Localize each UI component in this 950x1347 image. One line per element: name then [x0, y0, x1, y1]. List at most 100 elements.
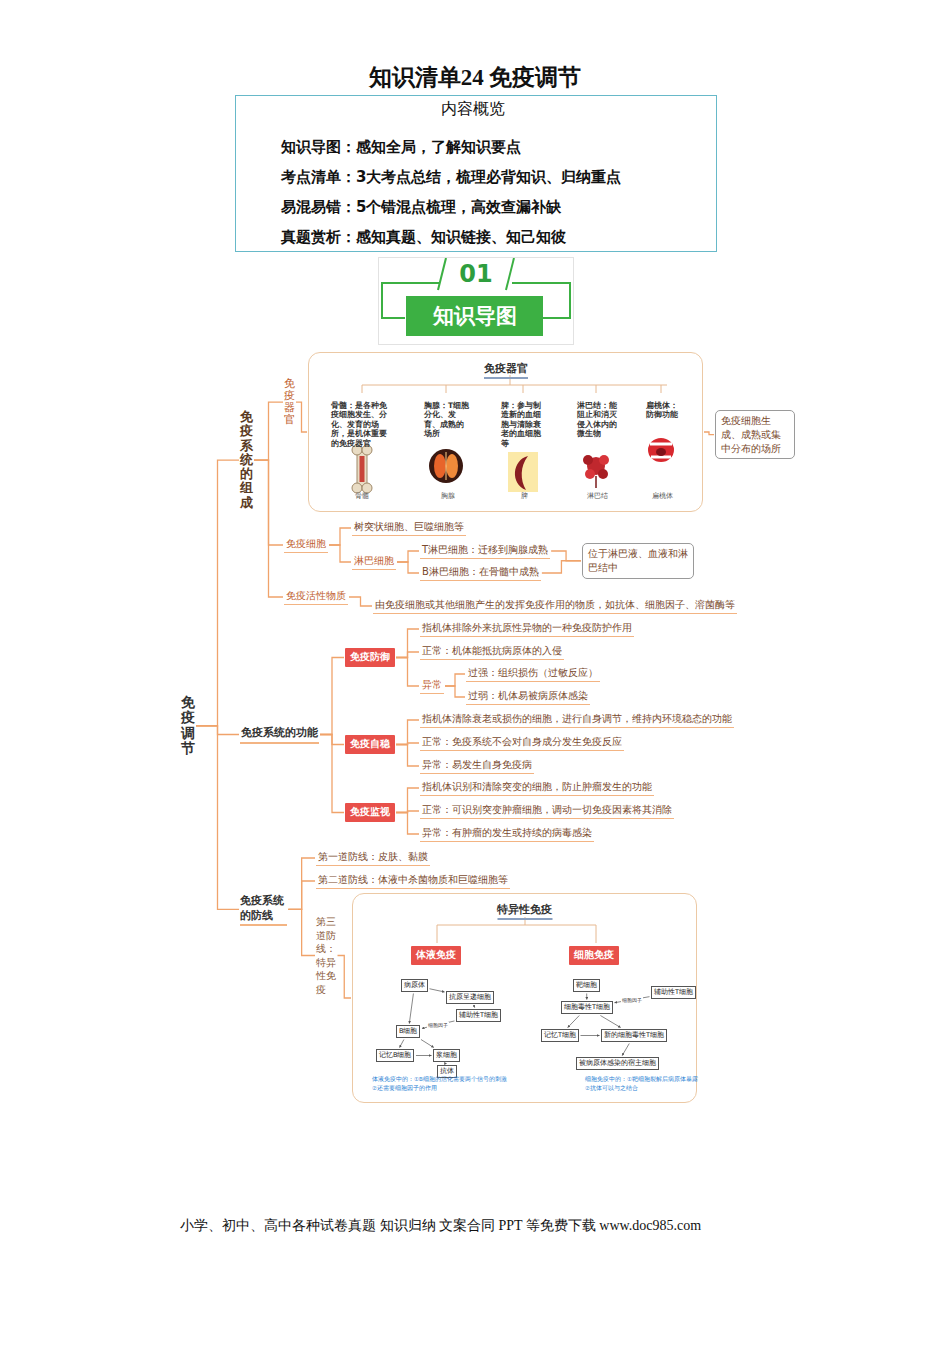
node-text: 细胞免疫	[574, 949, 614, 962]
node-text: 病原体	[404, 981, 425, 990]
node-text: 记忆B细胞	[379, 1051, 411, 1060]
organ-item: 淋巴结：能阻止和消灭侵入体内的微生物淋巴结	[577, 401, 617, 501]
leaf-topic: 指机体排除外来抗原性异物的一种免疫防护作用	[420, 621, 634, 637]
flow-box: 病原体	[401, 979, 428, 992]
decoration	[437, 917, 596, 943]
node-text: 被病原体感染的宿主细胞	[579, 1059, 656, 1068]
branch-line	[254, 460, 283, 597]
branch-line	[396, 745, 419, 767]
decoration	[650, 443, 672, 446]
flow-box: B细胞	[396, 1025, 420, 1038]
node-text: 记忆T细胞	[544, 1031, 576, 1040]
flow-arrow	[422, 1021, 455, 1028]
node-text: 脾：参与制造新的血细胞与清除衰老的血细胞等	[501, 401, 548, 448]
node-text: 指机体排除外来抗原性异物的一种免疫防护作用	[422, 621, 632, 635]
node-text: 树突状细胞、巨噬细胞等	[354, 520, 464, 534]
note-box: 免疫细胞生成、成熟或集中分布的场所	[715, 410, 795, 459]
immunity-tag: 细胞免疫	[569, 946, 619, 965]
node-text: 免疫活性物质	[286, 589, 346, 603]
branch-line	[397, 562, 419, 573]
node-text: 免疫系统的组成	[240, 410, 253, 510]
branch-line	[396, 813, 419, 835]
node-text: 正常：免疫系统不会对自身成分发生免疫反应	[422, 735, 622, 749]
node-text: 免疫细胞生成、成熟或集中分布的场所	[721, 414, 789, 455]
branch-line	[288, 858, 315, 909]
node-text: B淋巴细胞：在骨髓中成熟	[422, 565, 539, 579]
node-text: 位于淋巴液、血液和淋巴结中	[588, 547, 688, 575]
sub-topic: 淋巴细胞	[352, 554, 396, 570]
node-text: 免疫细胞	[286, 537, 326, 551]
branch-line	[320, 735, 344, 813]
node-text: 免疫自稳	[350, 738, 390, 751]
leaf-topic: 异常：有肿瘤的发生或持续的病毒感染	[420, 826, 594, 842]
decoration	[595, 476, 597, 488]
page-title: 知识清单24 免疫调节	[0, 62, 950, 93]
node-text: 指机体清除衰老或损伤的细胞，进行自身调节，维持内环境稳态的功能	[422, 712, 732, 726]
decoration	[438, 258, 446, 290]
branch-line	[396, 788, 419, 813]
node-text: 免疫调节	[181, 695, 195, 757]
flow-box: 新的细胞毒性T细胞	[601, 1029, 667, 1042]
branch-line	[329, 528, 351, 545]
branch-line	[196, 726, 239, 910]
decoration	[446, 454, 458, 478]
leaf-topic: 过弱：机体易被病原体感染	[466, 689, 590, 705]
footer-text: 小学、初中、高中各种试卷真题 知识归纳 文案合同 PPT 等免费下载 www.d…	[180, 1217, 701, 1235]
node-text: 过强：组织损伤（过敏反应）	[468, 666, 598, 680]
branch-line	[551, 551, 581, 561]
decoration	[352, 483, 362, 493]
leaf-topic: 过强：组织损伤（过敏反应）	[466, 666, 600, 682]
flow-box: 浆细胞	[433, 1049, 460, 1062]
leaf-topic: 正常：机体能抵抗病原体的入侵	[420, 644, 564, 660]
flow-arrow	[600, 1016, 620, 1028]
decoration	[357, 452, 367, 486]
node-text: 第三道防线：特异性免疫	[316, 915, 337, 996]
node-text: 脾	[491, 492, 558, 501]
node-text: 异常：易发生自身免疫病	[422, 758, 532, 772]
flow-box: 被病原体感染的宿主细胞	[576, 1057, 659, 1070]
node-text: 真题赏析：感知真题、知识链接、知己知彼	[281, 228, 566, 247]
node-text: 异常：有肿瘤的发生或持续的病毒感染	[422, 826, 592, 840]
branch-line	[320, 658, 344, 735]
decoration	[648, 438, 674, 462]
branch-line	[329, 545, 351, 562]
node-text: 辅助性T细胞	[654, 988, 693, 997]
node-text: 淋巴细胞	[354, 554, 394, 568]
note-text: 体液免疫中的：①B细胞的活化需要两个信号的刺激	[372, 1076, 507, 1083]
flow-arrow	[400, 1040, 404, 1048]
node-text: 由免疫细胞或其他细胞产生的发挥免疫作用的物质，如抗体、细胞因子、溶菌酶等	[375, 598, 735, 612]
function-tag: 免疫自稳	[345, 735, 395, 754]
branch-line	[397, 551, 419, 562]
organ-item: 扁桃体：防御功能扁桃体	[646, 401, 678, 501]
branch-topic: 免疫系统的功能	[240, 725, 319, 744]
node-text: 淋巴结：能阻止和消灭侵入体内的微生物	[577, 401, 617, 439]
node-text: 扁桃体	[636, 492, 688, 501]
flow-box: 细胞毒性T细胞	[561, 1001, 613, 1014]
flow-box: 辅助性T细胞	[651, 986, 696, 999]
flow-arrow	[430, 989, 445, 992]
decoration	[362, 483, 372, 493]
node-text: 免疫器官	[484, 361, 528, 379]
branch-line	[288, 881, 315, 909]
node-text: 第二道防线：体液中杀菌物质和巨噬细胞等	[318, 873, 508, 887]
node-text: 过弱：机体易被病原体感染	[468, 689, 588, 703]
edge-label: 细胞因子	[427, 1022, 449, 1028]
note-text: 细胞免疫中的：①靶细胞裂解后病原体暴露	[585, 1076, 698, 1083]
node-text: 抗体	[440, 1067, 454, 1076]
decoration	[585, 469, 595, 479]
sub-topic: 异常	[420, 678, 444, 694]
node-text: 骨髓：是各种免疫细胞发生、分化、发育的场所，是机体重要的免疫器官	[331, 401, 393, 448]
flow-arrow	[568, 1016, 580, 1028]
flow-box: 抗原呈递细胞	[446, 991, 494, 1004]
node-text: 体液免疫	[416, 949, 456, 962]
leaf-topic: 异常：易发生自身免疫病	[420, 758, 534, 774]
flow-arrow	[421, 1040, 434, 1048]
decoration	[508, 452, 538, 492]
branch-line	[338, 956, 352, 999]
spleen	[508, 452, 538, 492]
leaf-topic: 第二道防线：体液中杀菌物质和巨噬细胞等	[316, 873, 510, 889]
bone	[352, 445, 372, 493]
decoration	[429, 449, 463, 483]
node-text: 靶细胞	[576, 981, 597, 990]
lymph-node	[583, 455, 609, 488]
